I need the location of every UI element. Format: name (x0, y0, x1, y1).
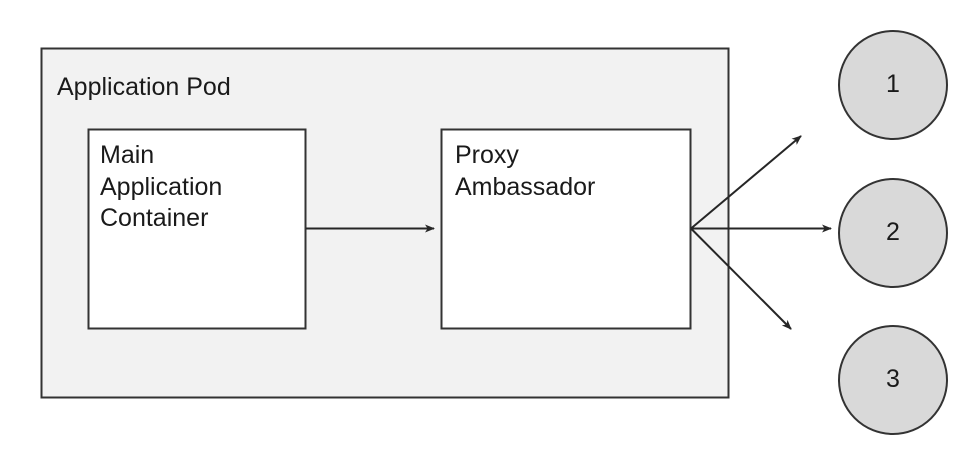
endpoint-circle-1 (838, 30, 948, 140)
connector-proxy-to-endpoint-1 (690, 135, 802, 230)
connector-proxy-to-endpoint-3 (690, 227, 792, 330)
endpoint-circle-2 (838, 178, 948, 288)
proxy-ambassador-rect (440, 128, 692, 330)
endpoint-circle-3 (838, 325, 948, 435)
main-application-container-rect (87, 128, 307, 330)
